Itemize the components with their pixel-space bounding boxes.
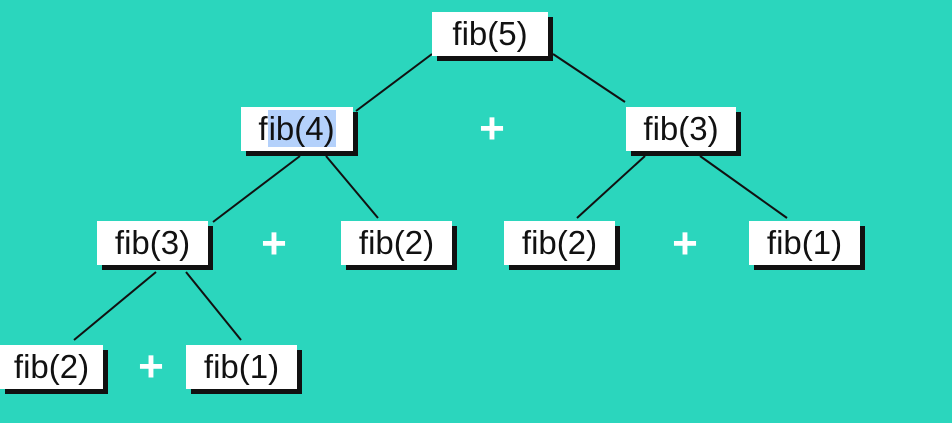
node-label: fib(3) bbox=[643, 110, 719, 147]
plus-sign-level3: + bbox=[138, 342, 164, 391]
node-fib4: fib(4) bbox=[241, 107, 353, 151]
node-label: fib(1) bbox=[766, 224, 843, 261]
node-label: fib(2) bbox=[13, 348, 90, 385]
edge-fib3-fib1-bottom bbox=[185, 271, 242, 341]
node-label: f bbox=[258, 110, 268, 147]
node-fib1-right: fib(1) bbox=[749, 221, 860, 265]
plus-sign-level2-left: + bbox=[261, 219, 287, 268]
edge-fib4-fib3 bbox=[212, 155, 301, 223]
node-label: fib(2) bbox=[358, 224, 435, 261]
edge-fib3-fib2-bottom bbox=[73, 271, 157, 341]
node-label: fib(3) bbox=[114, 224, 191, 261]
edge-fib3-fib1-right bbox=[699, 155, 788, 219]
node-fib3-left: fib(3) bbox=[97, 221, 208, 265]
node-fib1-bottom: fib(1) bbox=[186, 345, 297, 389]
node-fib5-root: fib(5) bbox=[432, 12, 548, 56]
selected-text: ib(4) bbox=[267, 110, 336, 147]
plus-sign-level2-right: + bbox=[672, 219, 698, 268]
edge-fib5-fib3 bbox=[552, 53, 626, 103]
node-fib2-bottom: fib(2) bbox=[0, 345, 103, 389]
plus-sign-level1: + bbox=[479, 104, 505, 153]
node-label: fib(5) bbox=[452, 15, 528, 52]
node-fib3-right: fib(3) bbox=[626, 107, 736, 151]
edge-fib3-fib2-right bbox=[576, 155, 646, 219]
edge-fib5-fib4 bbox=[355, 53, 433, 112]
node-label: fib(2) bbox=[521, 224, 598, 261]
edge-fib4-fib2 bbox=[325, 155, 379, 219]
node-fib2-mid: fib(2) bbox=[341, 221, 452, 265]
node-label: fib(1) bbox=[203, 348, 280, 385]
node-fib2-right: fib(2) bbox=[504, 221, 615, 265]
